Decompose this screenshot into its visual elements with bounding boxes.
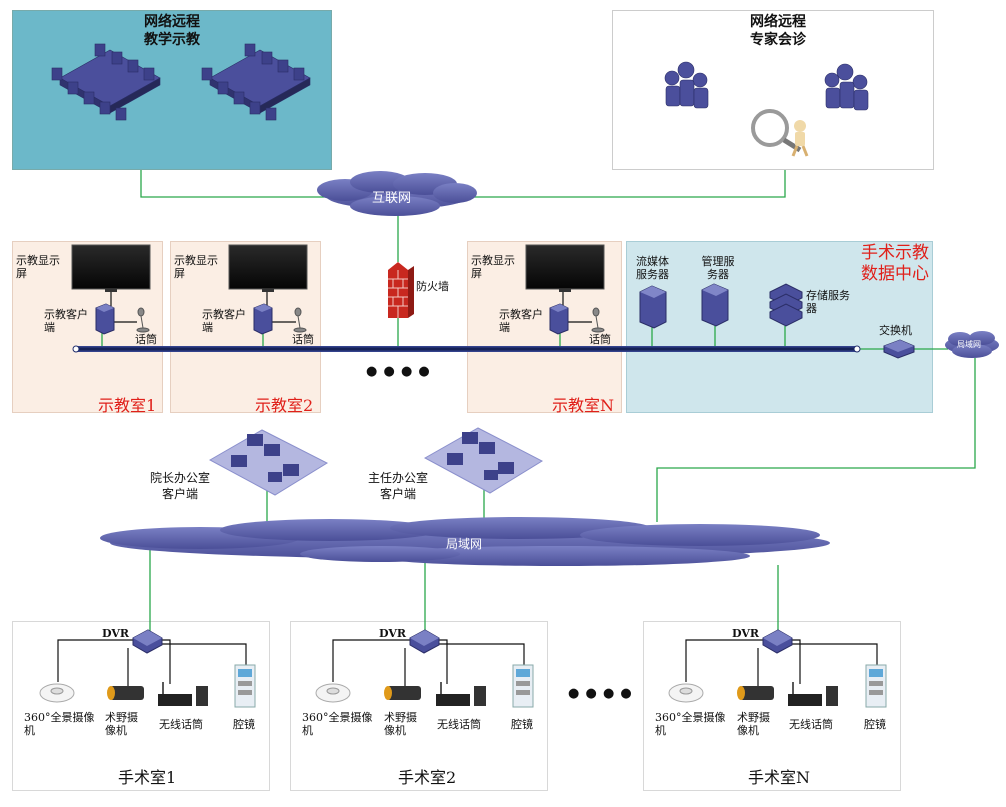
small-lan-cloud bbox=[945, 331, 999, 358]
storage-server-icon bbox=[769, 283, 803, 327]
wireless-mic-icon-2 bbox=[436, 682, 486, 706]
dvr-icon-1 bbox=[132, 629, 163, 654]
fieldcam-label-2: 术野摄像机 bbox=[384, 711, 417, 737]
classroom-n-name: 示教室N bbox=[552, 396, 615, 415]
firewall-icon bbox=[388, 262, 414, 318]
field-camera-icon-2 bbox=[384, 686, 421, 700]
panoramic-camera-icon-1 bbox=[39, 683, 75, 703]
cam360-label-1: 360°全景摄像机 bbox=[24, 711, 95, 737]
endoscope-icon-n bbox=[865, 664, 887, 708]
field-camera-icon-n bbox=[737, 686, 774, 700]
wireless-mic-icon-n bbox=[788, 682, 838, 706]
conference-table-icon-1 bbox=[51, 43, 161, 121]
mgmt-server-label: 管理服务器 bbox=[701, 255, 735, 281]
client-label-2: 示教客户端 bbox=[202, 308, 246, 334]
wmic-label-2: 无线话筒 bbox=[437, 718, 481, 731]
operating-room-1-name: 手术室1 bbox=[118, 768, 177, 787]
display-screen-icon-1 bbox=[71, 244, 151, 292]
dean-office-label: 院长办公室 客户端 bbox=[149, 471, 210, 501]
microphone-icon-1 bbox=[136, 307, 150, 333]
scope-label-2: 腔镜 bbox=[511, 718, 533, 731]
lan-label: 局域网 bbox=[446, 537, 483, 551]
display-label-2: 示教显示屏 bbox=[174, 254, 218, 280]
operating-room-ellipsis: ● ● ● ● bbox=[568, 686, 633, 701]
datacenter-panel bbox=[626, 241, 933, 413]
wmic-label-n: 无线话筒 bbox=[789, 718, 833, 731]
fieldcam-label-n: 术野摄像机 bbox=[737, 711, 770, 737]
panoramic-camera-icon-2 bbox=[315, 683, 351, 703]
cam360-label-2: 360°全景摄像机 bbox=[302, 711, 373, 737]
client-pc-icon-1 bbox=[95, 303, 115, 335]
remote-consult-title: 网络远程 专家会诊 bbox=[750, 14, 806, 48]
lan-cloud bbox=[100, 517, 830, 566]
cam360-label-n: 360°全景摄像机 bbox=[655, 711, 726, 737]
backbone-bus bbox=[73, 346, 859, 352]
client-pc-icon-2 bbox=[253, 303, 273, 335]
scope-label-1: 腔镜 bbox=[233, 718, 255, 731]
wmic-label-1: 无线话筒 bbox=[159, 718, 203, 731]
wireless-mic-icon-1 bbox=[158, 682, 208, 706]
dvr-label-1: DVR bbox=[102, 627, 130, 640]
switch-icon bbox=[883, 339, 915, 359]
operating-room-n-name: 手术室N bbox=[748, 768, 811, 787]
mic-label-n: 话筒 bbox=[589, 333, 611, 346]
display-label-1: 示教显示屏 bbox=[16, 254, 60, 280]
endoscope-icon-1 bbox=[234, 664, 256, 708]
dean-office-icon bbox=[208, 429, 329, 496]
classroom-1-name: 示教室1 bbox=[98, 396, 157, 415]
endoscope-icon-2 bbox=[512, 664, 534, 708]
stream-server-label: 流媒体服务器 bbox=[636, 255, 669, 281]
mgmt-server-icon bbox=[701, 283, 729, 327]
magnifier-icon bbox=[751, 109, 809, 157]
scope-label-n: 腔镜 bbox=[864, 718, 886, 731]
microphone-icon-n bbox=[591, 307, 605, 333]
mic-label-1: 话筒 bbox=[135, 333, 157, 346]
small-lan-label: 局域网 bbox=[957, 340, 981, 349]
stream-server-icon bbox=[639, 285, 667, 329]
panoramic-camera-icon-n bbox=[668, 683, 704, 703]
classroom-ellipsis: ● ● ● ● bbox=[366, 364, 431, 379]
display-screen-icon-2 bbox=[228, 244, 308, 292]
switch-label: 交换机 bbox=[879, 324, 912, 337]
director-office-icon bbox=[423, 427, 544, 494]
expert-group-icon-2 bbox=[824, 63, 869, 111]
dvr-icon-2 bbox=[409, 629, 440, 654]
storage-server-label: 存储服务器 bbox=[806, 289, 850, 315]
mic-label-2: 话筒 bbox=[292, 333, 314, 346]
firewall-label: 防火墙 bbox=[416, 280, 449, 293]
display-label-n: 示教显示屏 bbox=[471, 254, 515, 280]
operating-room-2-name: 手术室2 bbox=[398, 768, 457, 787]
field-camera-icon-1 bbox=[107, 686, 144, 700]
director-office-label: 主任办公室 客户端 bbox=[367, 471, 428, 501]
expert-group-icon-1 bbox=[664, 61, 709, 109]
internet-label: 互联网 bbox=[372, 191, 412, 206]
datacenter-title: 手术示教 数据中心 bbox=[861, 243, 929, 284]
classroom-2-name: 示教室2 bbox=[255, 396, 314, 415]
microphone-icon-2 bbox=[293, 307, 307, 333]
dvr-label-2: DVR bbox=[379, 627, 407, 640]
client-pc-icon-n bbox=[549, 303, 569, 335]
conference-table-icon-2 bbox=[201, 43, 311, 121]
client-label-n: 示教客户端 bbox=[499, 308, 543, 334]
client-label-1: 示教客户端 bbox=[44, 308, 88, 334]
display-screen-icon-n bbox=[525, 244, 605, 292]
remote-teaching-title: 网络远程 教学示教 bbox=[144, 14, 200, 48]
internet-cloud bbox=[317, 171, 477, 216]
green-links bbox=[101, 170, 976, 632]
fieldcam-label-1: 术野摄像机 bbox=[105, 711, 138, 737]
dvr-label-n: DVR bbox=[732, 627, 760, 640]
dvr-icon-n bbox=[762, 629, 793, 654]
